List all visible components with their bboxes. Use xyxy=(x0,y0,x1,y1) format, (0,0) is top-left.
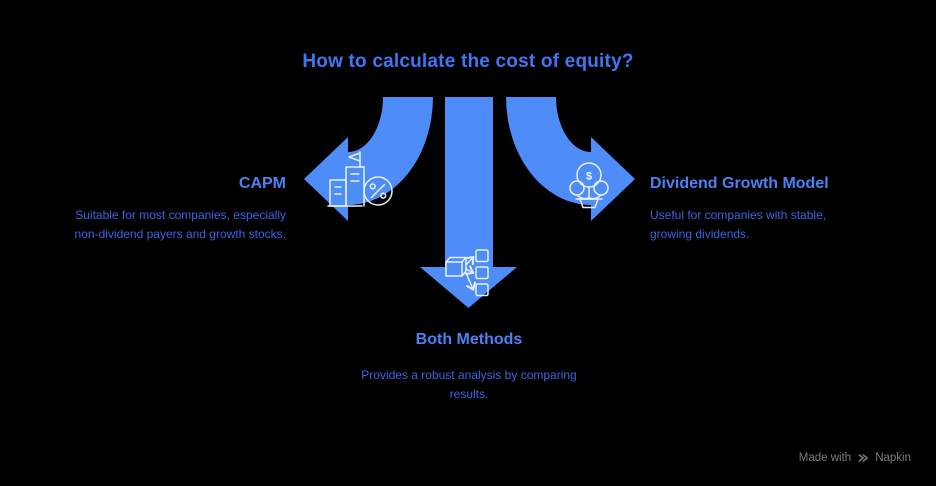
money-tree-icon xyxy=(569,162,609,209)
napkin-logo-icon xyxy=(858,454,869,462)
node-dividend-growth: Dividend Growth Model Useful for compani… xyxy=(650,174,935,243)
dividend-growth-heading: Dividend Growth Model xyxy=(650,175,829,192)
page-title: How to calculate the cost of equity? xyxy=(302,51,634,72)
capm-heading: CAPM xyxy=(238,175,286,192)
both-methods-description: Provides a robust analysis by comparing … xyxy=(361,368,577,401)
both-methods-heading: Both Methods xyxy=(415,331,523,348)
node-both-methods: Both Methods Provides a robust analysis … xyxy=(309,330,629,403)
money-tree-dollar: $ xyxy=(586,171,592,183)
company-percent-icon xyxy=(327,151,393,207)
comparison-flow-icon xyxy=(445,249,489,297)
dividend-growth-description: Useful for companies with stable, growin… xyxy=(650,208,827,241)
capm-description: Suitable for most companies, especially … xyxy=(74,208,286,241)
arrow-both-methods xyxy=(420,97,517,308)
watermark-brand: Napkin xyxy=(875,452,911,464)
node-capm: CAPM Suitable for most companies, especi… xyxy=(25,174,286,243)
watermark: Made with Napkin xyxy=(799,451,911,465)
watermark-made-with: Made with xyxy=(798,452,852,464)
arrow-dividend-growth xyxy=(506,97,635,221)
arrow-capm xyxy=(304,97,433,221)
